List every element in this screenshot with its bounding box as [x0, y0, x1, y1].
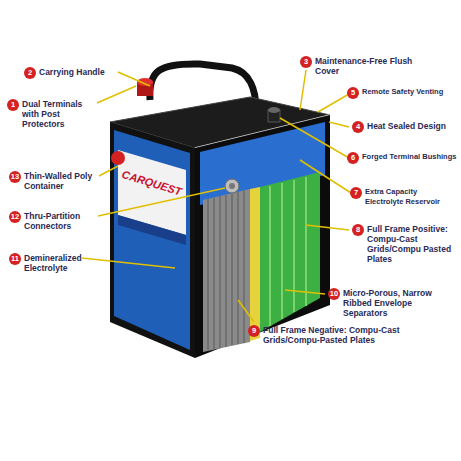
plate-line — [226, 195, 227, 347]
callout-number: 6 — [347, 152, 359, 164]
callout: 10Micro-Porous, Narrow Ribbed Envelope S… — [328, 288, 451, 318]
leader-line — [285, 290, 325, 294]
part-name: Thru-Partition Connectors — [24, 211, 106, 231]
plate-line — [238, 192, 239, 344]
leader-line — [97, 86, 136, 103]
terminal-top — [268, 107, 280, 113]
part-name: Thin-Walled Poly Container — [24, 171, 106, 191]
part-name: Forged Terminal Bushings — [362, 152, 457, 162]
callout: 3Maintenance-Free Flush Cover — [300, 56, 415, 76]
plate-ribs — [270, 177, 306, 326]
plate-line — [244, 191, 245, 343]
container-right-face — [195, 115, 330, 358]
plate-line — [208, 199, 209, 350]
plate-rib — [269, 186, 271, 326]
container-left-face — [110, 122, 195, 358]
part-name: Demineralized Electrolyte — [24, 253, 106, 273]
plate-rib — [281, 183, 283, 319]
partition-connector — [225, 179, 239, 193]
callout-number: 10 — [328, 288, 340, 300]
callout-number: 2 — [24, 67, 36, 79]
callout: 13Thin-Walled Poly Container — [9, 171, 106, 191]
leader-line — [300, 70, 306, 110]
part-name: Carrying Handle — [39, 67, 139, 77]
callout-number: 12 — [9, 211, 21, 223]
plate-rib — [293, 180, 295, 312]
part-name: Full Frame Positive: Compu-Cast Grids/Co… — [367, 224, 457, 264]
callout: 6Forged Terminal Bushings — [347, 152, 457, 164]
callout: 2Carrying Handle — [24, 67, 139, 79]
callout: 5Remote Safety Venting — [347, 87, 457, 99]
plate-line — [214, 198, 215, 349]
callout: 7Extra Capacity Electrolyte Reservoir — [350, 187, 457, 207]
callout-number: 11 — [9, 253, 21, 265]
side-terminal — [111, 151, 125, 165]
callout-number: 1 — [7, 99, 19, 111]
callout-number: 9 — [248, 325, 260, 337]
leader-line — [306, 225, 349, 230]
callout: 11Demineralized Electrolyte — [9, 253, 106, 273]
plate-line — [220, 196, 221, 348]
part-name: Remote Safety Venting — [362, 87, 457, 97]
leader-line — [280, 118, 349, 158]
positive-plates — [260, 172, 320, 332]
part-name: Maintenance-Free Flush Cover — [315, 56, 415, 76]
callout-number: 8 — [352, 224, 364, 236]
part-name: Heat Sealed Design — [367, 121, 457, 131]
part-name: Micro-Porous, Narrow Ribbed Envelope Sep… — [343, 288, 451, 318]
leader-line — [318, 94, 349, 112]
callout: 4Heat Sealed Design — [352, 121, 457, 133]
negative-plates — [203, 189, 250, 352]
callout: 12Thru-Partition Connectors — [9, 211, 106, 231]
callout-number: 3 — [300, 56, 312, 68]
leader-line — [99, 166, 118, 176]
callout: 9Full Frame Negative: Compu-Cast Grids/C… — [248, 325, 453, 345]
sticker-stripe — [118, 215, 186, 245]
part-name: Dual Terminals with Post Protectors — [22, 99, 98, 129]
plate-line — [232, 194, 233, 345]
callout-number: 4 — [352, 121, 364, 133]
leader-line — [329, 122, 349, 127]
part-name: Extra Capacity Electrolyte Reservoir — [365, 187, 457, 207]
callout: 1Dual Terminals with Post Protectors — [7, 99, 98, 129]
leader-line — [82, 258, 175, 268]
part-name: Full Frame Negative: Compu-Cast Grids/Co… — [263, 325, 453, 345]
partition-connector-core — [229, 183, 235, 189]
plate-lines — [208, 191, 244, 350]
plate-rib — [305, 177, 307, 306]
callout-number: 7 — [350, 187, 362, 199]
callout-number: 5 — [347, 87, 359, 99]
leader-line — [300, 160, 351, 193]
leader-line — [118, 72, 150, 86]
left-face-panel — [114, 130, 190, 350]
callout-number: 13 — [9, 171, 21, 183]
callout: 8Full Frame Positive: Compu-Cast Grids/C… — [352, 224, 457, 264]
leader-line — [238, 300, 254, 322]
leader-lines — [82, 70, 351, 322]
